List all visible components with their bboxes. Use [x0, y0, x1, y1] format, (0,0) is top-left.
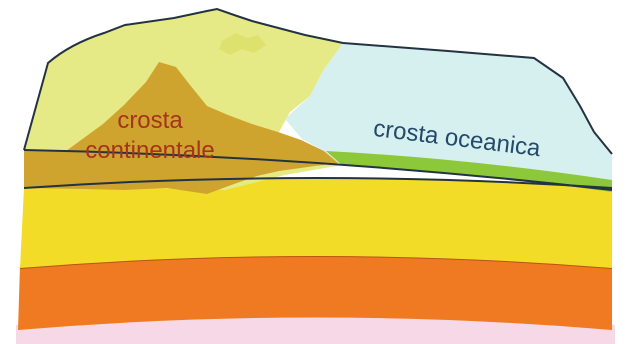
- upper-mantle: [20, 178, 612, 268]
- continental-crust-label-line2: continentale: [85, 137, 214, 164]
- continental-crust-label-line1: crosta: [117, 107, 183, 134]
